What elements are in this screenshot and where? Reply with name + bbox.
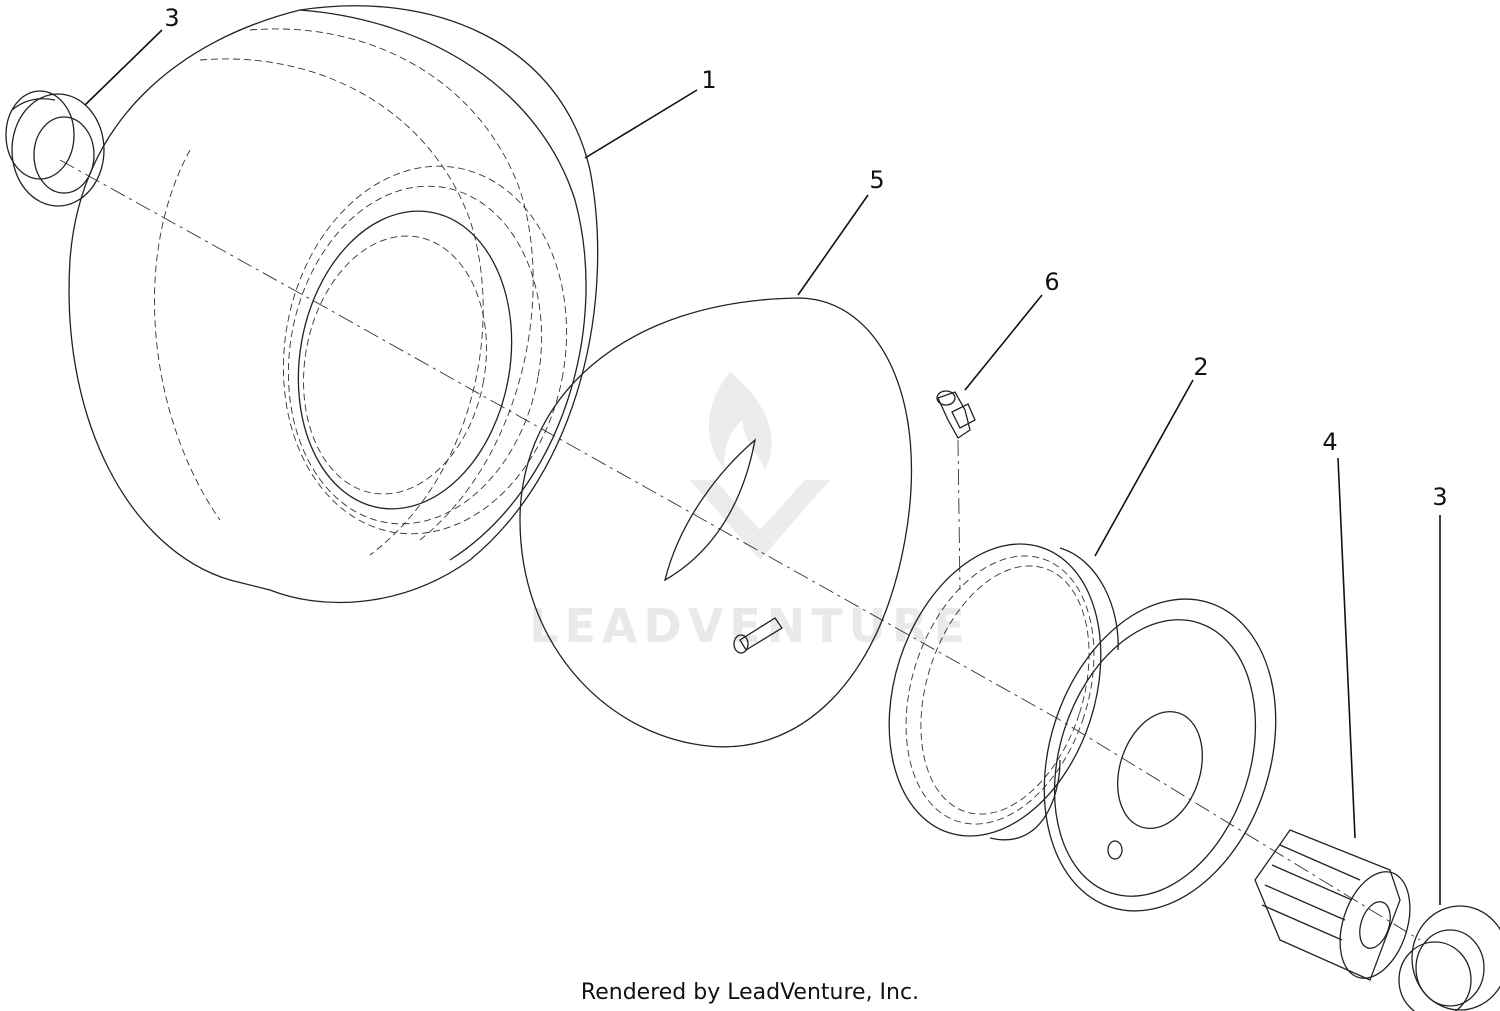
callout-3-right: 3 bbox=[1432, 483, 1447, 511]
leader-line-3-left bbox=[84, 29, 163, 106]
callout-4: 4 bbox=[1322, 428, 1337, 456]
callout-1: 1 bbox=[701, 66, 716, 94]
grease-fitting-part bbox=[936, 390, 976, 591]
valve-stem bbox=[733, 617, 783, 654]
axle-centerline bbox=[59, 159, 1421, 941]
render-credit: Rendered by LeadVenture, Inc. bbox=[581, 980, 919, 1005]
bushing-right-part bbox=[1398, 905, 1500, 1011]
leader-line-4 bbox=[1337, 457, 1356, 839]
wheel-part bbox=[888, 543, 1277, 912]
callout-2: 2 bbox=[1193, 353, 1208, 381]
bushing-left-part bbox=[5, 90, 105, 207]
watermark-text: LEADVENTURE bbox=[529, 599, 971, 653]
leader-line-2 bbox=[1094, 379, 1194, 557]
leader-line-6 bbox=[964, 294, 1043, 391]
watermark: LEADVENTURE bbox=[529, 372, 971, 653]
leader-line-5 bbox=[797, 194, 869, 296]
roller-bearing-part bbox=[1254, 829, 1411, 981]
tire-part bbox=[68, 5, 599, 604]
callout-3-left: 3 bbox=[164, 4, 179, 32]
tube-part bbox=[519, 297, 913, 748]
leader-line-1 bbox=[584, 89, 698, 159]
callout-6: 6 bbox=[1044, 268, 1059, 296]
callout-5: 5 bbox=[869, 166, 884, 194]
watermark-logo-icon bbox=[690, 372, 830, 560]
